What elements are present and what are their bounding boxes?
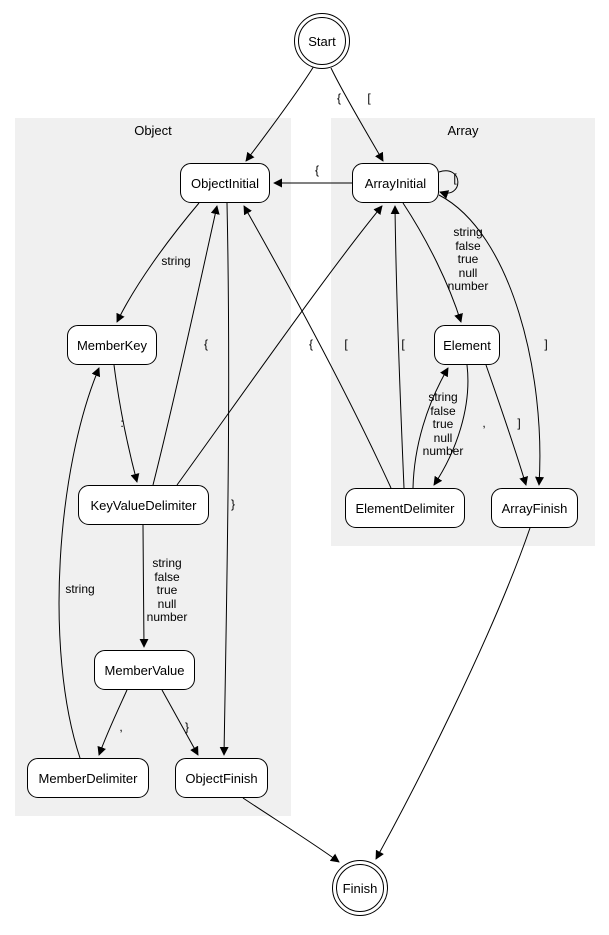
state-label-keyvaluedelimiter: KeyValueDelimiter bbox=[90, 497, 197, 513]
edge-label-start-arrayinitial: [ bbox=[367, 91, 371, 106]
start-inner-ring: Start bbox=[298, 17, 346, 65]
edge-objectfinish-finish bbox=[242, 797, 340, 863]
state-node-objectfinish: ObjectFinish bbox=[175, 758, 268, 798]
cluster-object: Object bbox=[15, 118, 291, 816]
state-node-keyvaluedelimiter: KeyValueDelimiter bbox=[78, 485, 209, 525]
edge-arrayinitial-arrayfinish bbox=[438, 194, 545, 486]
edge-label-objectinitial-memberkey: string bbox=[161, 254, 191, 269]
state-label-start: Start bbox=[308, 33, 336, 49]
edge-elementdelimiter-arrayinitial bbox=[390, 205, 405, 489]
finish-inner-ring: Finish bbox=[336, 864, 384, 912]
state-label-objectfinish: ObjectFinish bbox=[185, 770, 258, 786]
edge-elementdelimiter-element bbox=[412, 367, 449, 489]
edge-keyvaluedelimiter-objectinitial bbox=[152, 205, 220, 486]
state-node-memberdelimiter: MemberDelimiter bbox=[27, 758, 149, 798]
edge-label-arrayinitial-arrayfinish: ] bbox=[544, 337, 548, 352]
edge-memberkey-keyvaluedelimiter bbox=[113, 364, 140, 483]
edge-label-elementdelimiter-arrayinitial: [ bbox=[401, 337, 405, 352]
edge-arrayinitial-element bbox=[402, 202, 463, 323]
edge-label-elementdelimiter-objectinitial: { bbox=[308, 337, 314, 352]
edge-start-arrayinitial bbox=[330, 67, 384, 162]
edge-memberdelimiter-memberkey bbox=[58, 367, 101, 759]
state-node-arrayinitial: ArrayInitial bbox=[352, 163, 439, 203]
edge-label-keyvaluedelimiter-arrayinitial: [ bbox=[344, 337, 348, 352]
edge-label-arrayinitial-objectinitial: { bbox=[314, 163, 320, 178]
edge-arrayfinish-finish bbox=[375, 527, 531, 860]
edge-arrayinitial-selfloop bbox=[438, 170, 459, 199]
edge-element-arrayfinish bbox=[485, 364, 528, 486]
edge-label-element-elementdelimiter: , bbox=[482, 416, 486, 431]
state-label-element: Element bbox=[443, 337, 491, 353]
state-label-arrayinitial: ArrayInitial bbox=[364, 175, 427, 191]
edge-label-element-arrayfinish: ] bbox=[517, 416, 521, 431]
edge-label-objectinitial-objectfinish: } bbox=[230, 497, 236, 512]
edge-membervalue-memberdelimiter bbox=[97, 689, 128, 756]
edge-label-arrayinitial-selfloop: [ bbox=[453, 171, 457, 186]
edge-elementdelimiter-objectinitial bbox=[243, 205, 392, 489]
state-label-objectinitial: ObjectInitial bbox=[191, 175, 259, 191]
state-node-arrayfinish: ArrayFinish bbox=[491, 488, 578, 528]
state-node-objectinitial: ObjectInitial bbox=[180, 163, 270, 203]
edge-label-keyvaluedelimiter-objectinitial: { bbox=[203, 337, 209, 352]
edge-start-objectinitial bbox=[245, 65, 315, 162]
state-node-finish: Finish bbox=[332, 860, 388, 916]
edge-objectinitial-memberkey bbox=[116, 202, 200, 323]
cluster-object-label: Object bbox=[134, 123, 172, 138]
edge-label-memberdelimiter-memberkey: string bbox=[65, 582, 95, 597]
state-label-elementdelimiter: ElementDelimiter bbox=[355, 500, 455, 516]
edge-objectinitial-objectfinish bbox=[219, 202, 230, 756]
edge-membervalue-objectfinish bbox=[161, 689, 199, 756]
edge-label-membervalue-memberdelimiter: , bbox=[119, 720, 123, 735]
state-label-arrayfinish: ArrayFinish bbox=[501, 500, 568, 516]
state-node-membervalue: MemberValue bbox=[94, 650, 195, 690]
edge-label-memberkey-keyvaluedelimiter: : bbox=[120, 416, 124, 431]
edge-keyvaluedelimiter-membervalue bbox=[139, 524, 149, 648]
edge-label-membervalue-objectfinish: } bbox=[184, 720, 190, 735]
state-label-membervalue: MemberValue bbox=[104, 662, 185, 678]
cluster-array-label: Array bbox=[447, 123, 479, 138]
state-node-elementdelimiter: ElementDelimiter bbox=[345, 488, 465, 528]
state-node-memberkey: MemberKey bbox=[67, 325, 157, 365]
edge-label-keyvaluedelimiter-membervalue: string false true null number bbox=[146, 556, 188, 625]
state-label-finish: Finish bbox=[342, 880, 378, 896]
edge-label-start-objectinitial: { bbox=[336, 91, 342, 106]
edge-element-elementdelimiter bbox=[433, 364, 469, 486]
state-node-element: Element bbox=[434, 325, 500, 365]
edge-label-elementdelimiter-element: string false true null number bbox=[422, 390, 464, 459]
state-label-memberkey: MemberKey bbox=[76, 337, 148, 353]
state-label-memberdelimiter: MemberDelimiter bbox=[38, 770, 138, 786]
state-node-start: Start bbox=[294, 13, 350, 69]
edge-label-arrayinitial-element: string false true null number bbox=[447, 225, 489, 294]
edge-keyvaluedelimiter-arrayinitial bbox=[176, 205, 383, 486]
